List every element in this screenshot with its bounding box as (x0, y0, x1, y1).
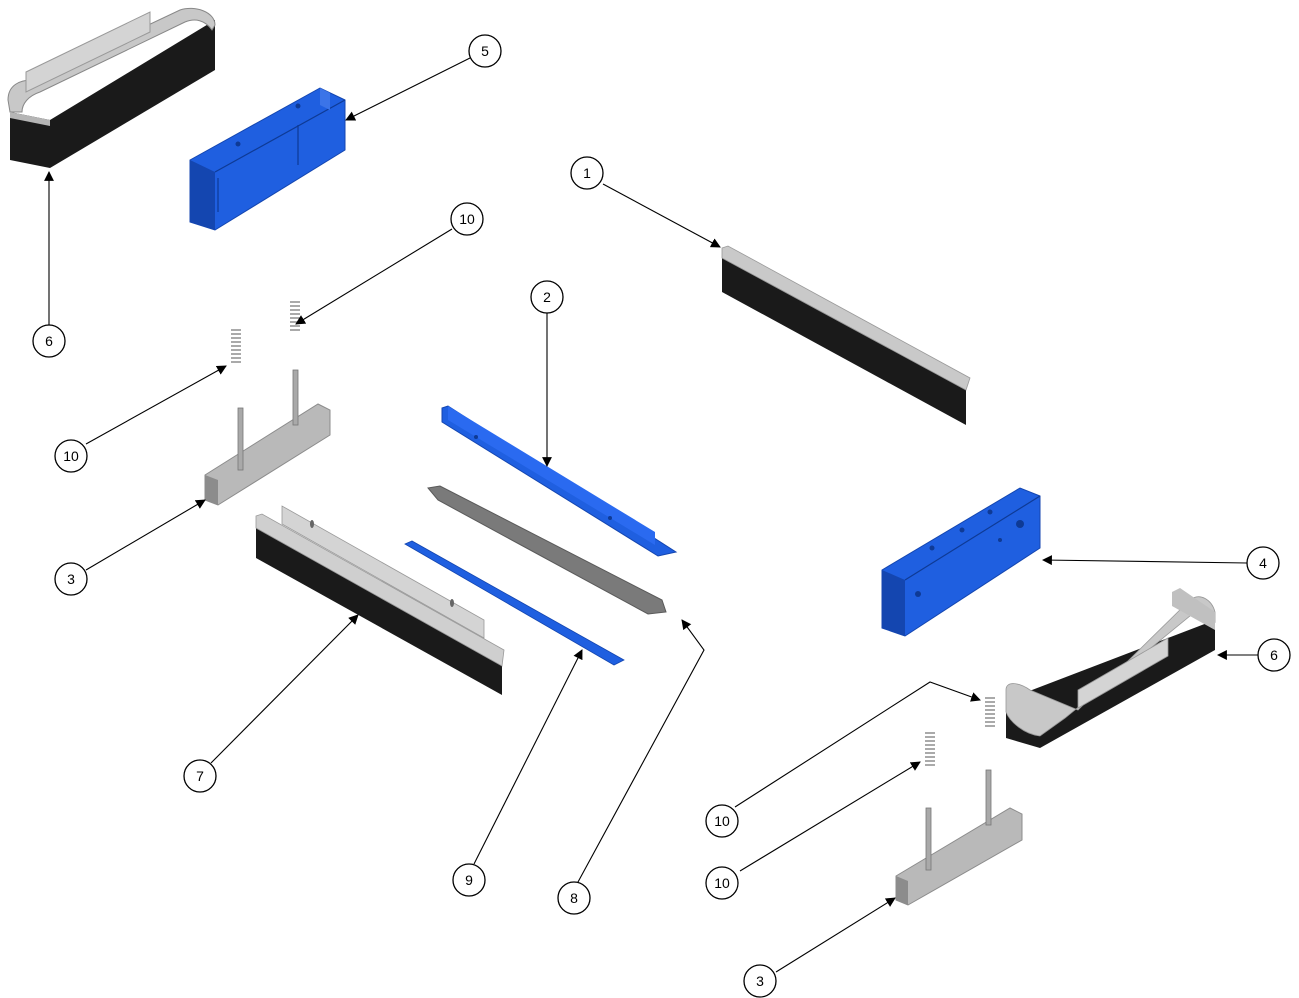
svg-text:1: 1 (583, 165, 591, 181)
balloon-6-right: 6 (1257, 638, 1291, 672)
spring-top (290, 301, 300, 331)
balloon-1: 1 (570, 156, 604, 190)
svg-text:4: 4 (1259, 555, 1267, 571)
balloon-7: 7 (183, 759, 217, 793)
part-5-blue-block (189, 87, 346, 231)
svg-text:9: 9 (465, 872, 473, 888)
part-3-plate-left (204, 369, 331, 506)
spring-right-lower (925, 732, 935, 766)
svg-text:10: 10 (714, 813, 730, 829)
svg-text:3: 3 (67, 571, 75, 587)
svg-text:5: 5 (481, 43, 489, 59)
balloon-10-right-upper: 10 (705, 804, 739, 838)
svg-text:6: 6 (1270, 647, 1278, 663)
leader-5 (345, 57, 471, 121)
balloon-3-left: 3 (54, 562, 88, 596)
balloon-6-left: 6 (32, 324, 66, 358)
leader-9 (473, 649, 583, 865)
svg-text:10: 10 (459, 211, 475, 227)
svg-text:3: 3 (756, 973, 764, 989)
spring-right-upper (985, 697, 995, 727)
balloon-10-top: 10 (450, 202, 484, 236)
leader-3-left (85, 499, 206, 571)
part-2-blue-strip (441, 405, 678, 557)
part-6-right (1005, 588, 1216, 748)
spring-left (231, 329, 241, 363)
balloon-10-right-lower: 10 (705, 866, 739, 900)
part-6-top-left (7, 7, 216, 168)
part-3-plate-right (895, 769, 1023, 906)
part-9-blue-blade (404, 540, 625, 666)
svg-text:7: 7 (196, 768, 204, 784)
balloon-9: 9 (452, 863, 486, 897)
leader-3-right (775, 897, 896, 973)
leader-10-left (85, 365, 227, 445)
balloon-2: 2 (530, 280, 564, 314)
svg-text:10: 10 (714, 875, 730, 891)
leader-lines (44, 57, 1258, 973)
balloon-10-left: 10 (54, 439, 88, 473)
part-1-brush-strip (721, 245, 971, 425)
svg-text:10: 10 (63, 448, 79, 464)
leader-10-right-upper (734, 681, 981, 808)
leader-1 (602, 183, 721, 248)
balloon-5: 5 (468, 34, 502, 68)
leader-10-top (295, 228, 453, 325)
balloon-8: 8 (557, 881, 591, 915)
leader-8 (577, 619, 705, 883)
leader-7 (210, 614, 359, 764)
svg-text:6: 6 (45, 333, 53, 349)
part-7-brush-holder (255, 505, 505, 695)
svg-text:2: 2 (543, 289, 551, 305)
part-8-gray-blade (427, 485, 667, 615)
part-4-blue-block (881, 487, 1041, 637)
leader-4 (1042, 555, 1248, 566)
svg-text:8: 8 (570, 890, 578, 906)
balloon-4: 4 (1246, 546, 1280, 580)
leader-10-right-lower (739, 761, 921, 872)
balloon-3-right: 3 (743, 964, 777, 998)
